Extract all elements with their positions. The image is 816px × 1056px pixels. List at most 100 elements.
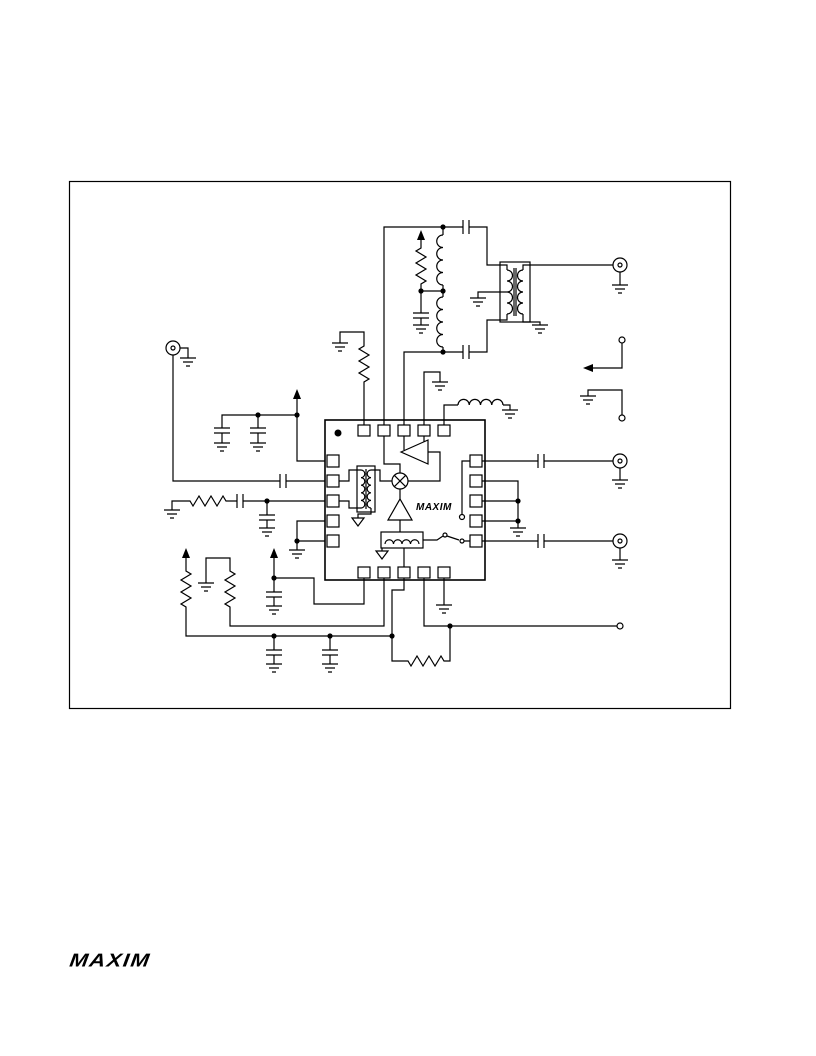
lo-switch	[423, 535, 470, 542]
ic-pin	[326, 494, 340, 508]
ground-symbol	[502, 409, 518, 419]
junction-dot	[440, 288, 446, 294]
switch-contact	[459, 538, 465, 544]
internal-wire	[461, 460, 470, 514]
test-point	[618, 336, 626, 344]
capacitor	[214, 427, 230, 434]
ic-pin	[377, 566, 391, 579]
internal-ground-symbol	[374, 550, 390, 560]
supply-arrow	[293, 389, 301, 399]
maxim-logo: MAXIM	[68, 949, 153, 971]
arrow-left-icon	[583, 364, 593, 372]
resistor	[391, 578, 451, 668]
wire	[423, 578, 617, 627]
junction-dot	[440, 224, 446, 230]
ground-symbol	[266, 605, 282, 615]
wire	[522, 314, 541, 325]
capacitor	[266, 591, 282, 598]
internal-ground-symbol	[350, 517, 366, 527]
ic-pin	[326, 454, 340, 468]
output-transformer	[470, 261, 613, 334]
ground-symbol	[214, 442, 230, 452]
test-point	[618, 414, 626, 422]
junction-dot	[447, 623, 453, 629]
wire	[423, 371, 441, 425]
ic-pin	[397, 424, 411, 437]
wire	[296, 398, 325, 462]
supply-arrow	[270, 548, 278, 558]
ic-pin	[326, 514, 340, 528]
wire	[180, 347, 189, 358]
internal-wire	[383, 436, 401, 473]
wire	[172, 355, 325, 482]
ground-symbol	[413, 324, 429, 334]
wire	[503, 404, 511, 410]
schematic-frame	[68, 180, 732, 710]
ic-pin	[469, 474, 483, 488]
ground-symbol	[436, 604, 452, 614]
junction-dot	[327, 633, 333, 639]
ground-symbol	[259, 527, 275, 537]
transformer-core	[513, 268, 517, 316]
wire	[482, 480, 519, 528]
ic-pin	[437, 424, 451, 437]
wire	[273, 636, 331, 664]
ic-pin	[357, 424, 371, 437]
supply-arrow	[182, 548, 190, 558]
junction-dot	[294, 412, 300, 418]
ground-symbol	[432, 381, 448, 391]
chip-logo: MAXIM	[416, 502, 452, 513]
internal-wire	[339, 469, 392, 518]
capacitor	[250, 427, 266, 434]
coax-connector	[612, 453, 628, 469]
coax-connector-center	[617, 458, 623, 464]
wire	[296, 520, 325, 550]
ground-symbol	[612, 284, 628, 294]
coax-connector-center	[617, 538, 623, 544]
resistor	[414, 239, 428, 291]
wire	[443, 404, 458, 425]
wire	[221, 414, 297, 443]
junction-dot	[515, 518, 521, 524]
ic-pin	[469, 454, 483, 468]
resistor	[205, 557, 385, 627]
lo-balun-coil	[384, 539, 420, 545]
coax-connector-center	[170, 345, 176, 351]
ic-pin	[326, 474, 340, 488]
inductor	[457, 398, 504, 406]
internal-wire	[403, 436, 441, 482]
ground-symbol	[612, 559, 628, 569]
test-point	[616, 622, 624, 630]
switch-contact	[442, 532, 448, 538]
junction-dot	[294, 538, 300, 544]
wire	[403, 351, 443, 425]
ground-symbol	[470, 297, 486, 307]
wire	[469, 314, 508, 353]
supply-arrow	[417, 230, 425, 240]
ground-symbol	[580, 395, 596, 405]
balun-coil	[366, 469, 372, 509]
junction-dot	[515, 498, 521, 504]
ic-internal-blocks: MAXIM	[339, 436, 470, 567]
capacitor	[537, 454, 545, 468]
wire	[274, 577, 365, 605]
wire	[592, 343, 623, 369]
ground-symbol	[532, 324, 548, 334]
wire	[522, 264, 613, 270]
ic-pin	[417, 424, 431, 437]
ic-pin	[437, 566, 451, 579]
capacitor	[236, 494, 244, 508]
switch-contact	[458, 513, 466, 521]
coax-connector	[612, 257, 628, 273]
bottom-circuit	[179, 548, 624, 673]
ic-pin	[377, 424, 391, 437]
ground-symbol	[322, 663, 338, 673]
ic-body	[324, 419, 486, 581]
capacitor	[259, 514, 275, 521]
ic-package	[324, 419, 486, 581]
if-amplifier-symbol	[399, 439, 429, 465]
rf-balun-box	[356, 465, 376, 513]
junction-dot	[255, 412, 261, 418]
wire	[587, 389, 623, 415]
